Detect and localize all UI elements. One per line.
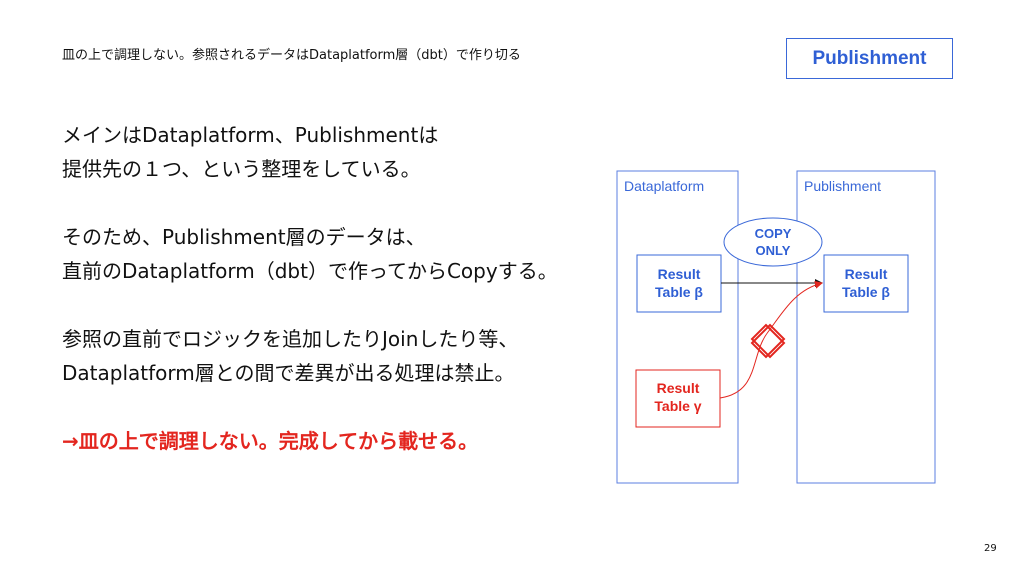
forbidden-x-icon [750,323,786,359]
paragraph-prohibition-line-1: 参照の直前でロジックを追加したりJoinしたり等、 [62,327,519,351]
copy-only-label-line-2: ONLY [756,243,791,258]
copy-only-ellipse [723,217,823,267]
publishment-badge: Publishment [786,38,953,79]
left-result-table-beta-line-2: Table β [655,284,703,300]
left-result-table-beta [636,254,722,313]
right-result-table-beta-line-2: Table β [842,284,890,300]
page-number: 29 [984,543,997,554]
body-text: メインはDataplatform、Publishmentは 提供先の１つ、という… [62,118,582,492]
header-note: 皿の上で調理しない。参照されるデータはDataplatform層（dbt）で作り… [62,48,521,63]
publishment-container [796,170,936,484]
left-result-table-gamma-line-1: Result [657,380,700,396]
dataplatform-container-label: Dataplatform [624,178,704,194]
paragraph-copy-line-2: 直前のDataplatform（dbt）で作ってからCopyする。 [62,259,558,283]
left-result-table-beta-line-1: Result [658,266,701,282]
paragraph-main-line-1: メインはDataplatform、Publishmentは [62,123,439,147]
paragraph-prohibition-line-2: Dataplatform層との間で差異が出る処理は禁止。 [62,361,515,385]
paragraph-prohibition: 参照の直前でロジックを追加したりJoinしたり等、 Dataplatform層と… [62,322,582,390]
paragraph-copy-line-1: そのため、Publishment層のデータは、 [62,225,426,249]
right-result-table-beta-line-1: Result [845,266,888,282]
dataplatform-container [616,170,739,484]
conclusion-text: →皿の上で調理しない。完成してから載せる。 [62,429,479,453]
paragraph-copy: そのため、Publishment層のデータは、 直前のDataplatform（… [62,220,582,288]
paragraph-main-line-2: 提供先の１つ、という整理をしている。 [62,157,421,181]
right-result-table-beta [823,254,909,313]
forbidden-arrow [719,280,823,399]
paragraph-main: メインはDataplatform、Publishmentは 提供先の１つ、という… [62,118,582,186]
copy-only-label-line-1: COPY [755,226,792,241]
publishment-container-label: Publishment [804,178,881,194]
conclusion: →皿の上で調理しない。完成してから載せる。 [62,424,582,458]
left-result-table-gamma [635,369,721,428]
left-result-table-gamma-line-2: Table γ [654,398,701,414]
